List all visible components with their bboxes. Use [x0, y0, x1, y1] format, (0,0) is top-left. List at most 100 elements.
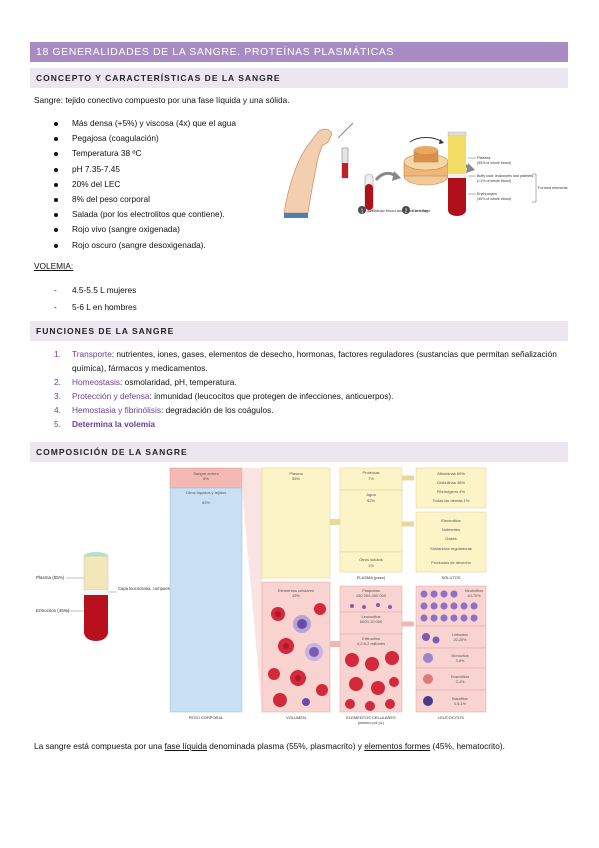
- bullet-icon: [54, 197, 58, 202]
- platelets-label: Plaquetas: [362, 588, 380, 593]
- volume-label: VOLUMEN: [286, 715, 306, 720]
- blood-tube-icon: [83, 552, 109, 641]
- other-tissues-pct: 92%: [202, 500, 210, 505]
- eosinophils-pct: 2-4%: [456, 680, 465, 684]
- erythrocytes-value: 4,2-6,2 millones: [357, 641, 385, 646]
- list-item: 2.Homeostasis: osmolaridad, pH, temperat…: [54, 377, 237, 387]
- page-title: 18 GENERALIDADES DE LA SANGRE. PROTEÍNAS…: [30, 42, 568, 62]
- bullet-icon: [54, 213, 58, 218]
- regulators-label: Sustancias reguladoras: [430, 546, 472, 551]
- monocytes-pct: 3-8%: [456, 659, 465, 663]
- plasma-vol-label: Plasma: [289, 471, 303, 476]
- nutrients-label: Nutrientes: [442, 527, 460, 532]
- bullet-icon: [54, 122, 58, 126]
- arm-icon: [283, 128, 333, 218]
- basophils-pct: 0,5-1%: [454, 702, 467, 706]
- formed-label: Formed elements: [538, 186, 568, 190]
- erythrocytes-label: Eritrocitos: [362, 636, 380, 641]
- leukocytes-value: 5000-10 000: [360, 619, 383, 624]
- neutrophils-pct: 40-70%: [467, 594, 481, 598]
- lymphocytes-label: Linfocitos: [452, 633, 468, 637]
- whole-blood-pct: 8%: [203, 476, 209, 481]
- neutrophils-icon: [420, 590, 478, 622]
- globulin-label: Globulinas 36%: [437, 480, 465, 485]
- section-heading-concept: CONCEPTO Y CARACTERÍSTICAS DE LA SANGRE: [30, 68, 568, 88]
- list-item: Rojo oscuro (sangre desoxigenada).: [52, 238, 236, 253]
- centrifuge-figure: 1 Withdraw blood and place in tube 2 Cen…: [283, 122, 568, 218]
- separated-tube-icon: [447, 131, 467, 216]
- ery-sub: (45% of whole blood): [477, 197, 511, 201]
- list-item: 8% del peso corporal: [52, 192, 236, 207]
- plasma-label: Plasma: [477, 155, 491, 160]
- tube-ery-label: Eritrocitos (45%): [36, 608, 70, 613]
- ery-label: Erythrocytes: [477, 192, 497, 196]
- bullet-icon: [54, 228, 58, 233]
- bullet-icon: [54, 137, 58, 142]
- composition-summary: La sangre está compuesta por una fase lí…: [34, 741, 505, 751]
- others-label: Todas las demás 1%: [433, 498, 470, 503]
- lymphocytes-pct: 20-25%: [453, 638, 467, 642]
- section-heading-functions: FUNCIONES DE LA SANGRE: [30, 321, 568, 341]
- bullet-icon: [54, 167, 58, 172]
- composition-figure: Plasma (55%) Capa leucocitaria, compuest…: [36, 467, 487, 725]
- eosinophils-icon: [423, 674, 433, 684]
- tube-buffy-label: Capa leucocitaria, compuesta de leucocit…: [118, 586, 221, 591]
- other-tissues-label: Otros líquidos y tejidos: [186, 490, 226, 495]
- bullet-icon: [54, 182, 58, 187]
- step2-label: Centrifuge: [412, 208, 431, 213]
- fibrinogen-label: Fibrinógeno 4%: [437, 489, 465, 494]
- cells-vol-label: Elementos celulares: [278, 588, 314, 593]
- eosinophils-label: Eosinófilos: [451, 675, 469, 679]
- list-item: 1.Transporte: nutrientes, iones, gases, …: [54, 349, 557, 373]
- bullet-icon: [54, 243, 58, 248]
- step2-number: 2: [405, 209, 408, 215]
- plasma-weight-label: PLASMA (peso): [357, 575, 386, 580]
- functions-list: 1.Transporte: nutrientes, iones, gases, …: [52, 347, 562, 431]
- basophils-label: Basófilos: [452, 697, 468, 701]
- list-item: Más densa (+5%) y viscosa (4x) que el ag…: [52, 116, 236, 131]
- list-item: 5.Determina la volemia: [54, 419, 156, 429]
- volemia-list: -4.5-5.5 L mujeres -5-6 L en hombres: [52, 282, 137, 316]
- list-item: 20% del LEC: [52, 177, 236, 192]
- list-item: -4.5-5.5 L mujeres: [54, 285, 137, 295]
- leukocytes-label: Leucocitos: [361, 614, 380, 619]
- plasma-vol-pct: 55%: [292, 476, 300, 481]
- body-weight-label: PESO CORPORAL: [189, 715, 224, 720]
- test-tube-icon: [358, 173, 374, 214]
- cells-count-sub: (número por μL): [358, 721, 384, 725]
- other-solutes-pct: 1%: [368, 563, 374, 568]
- list-item: pH 7.35-7.45: [52, 162, 236, 177]
- list-item: Rojo vivo (sangre oxigenada): [52, 222, 236, 237]
- step1-label: Withdraw blood and place in tube: [368, 208, 428, 213]
- water-pct: 92%: [367, 498, 375, 503]
- whole-blood-label: Sangre entera: [193, 471, 219, 476]
- water-label: Agua: [366, 492, 376, 497]
- lymphocytes-icon: [422, 633, 440, 644]
- proteins-pct: 7%: [368, 476, 374, 481]
- buffy-sub: (<1% of whole blood): [477, 179, 511, 183]
- other-solutes-label: Otros solutos: [359, 557, 383, 562]
- solutes-label: SOLUTOS: [441, 575, 460, 580]
- cells-count-label: ELEMENTOS CELULARES: [346, 715, 396, 720]
- proteins-label: Proteínas: [362, 470, 379, 475]
- albumin-label: Albúminas 60%: [437, 471, 465, 476]
- monocytes-label: Monocitos: [451, 654, 468, 658]
- blood-definition: Sangre: tejido conectivo compuesto por u…: [34, 95, 290, 105]
- monocytes-icon: [423, 653, 433, 663]
- leukocytes-column-label: LEUCOCITOS: [438, 715, 464, 720]
- list-item: Pegajosa (coagulación): [52, 131, 236, 146]
- tube-plasma-label: Plasma (55%): [36, 575, 65, 580]
- volemia-label: VOLEMIA:: [34, 261, 74, 271]
- plasma-sub: (55% of whole blood): [477, 161, 511, 165]
- list-item: -5-6 L en hombres: [54, 302, 137, 312]
- arrow-icon: [374, 171, 401, 181]
- syringe-icon: [337, 122, 354, 179]
- neutrophils-label: Neutrófilos: [465, 589, 483, 593]
- step1-number: 1: [361, 209, 364, 215]
- list-item: 3.Protección y defensa: inmunidad (leuco…: [54, 391, 394, 401]
- basophils-icon: [423, 696, 433, 706]
- list-item: Temperatura 38 ºC: [52, 146, 236, 161]
- waste-label: Productos de desecho: [431, 560, 472, 565]
- gases-label: Gases: [445, 536, 457, 541]
